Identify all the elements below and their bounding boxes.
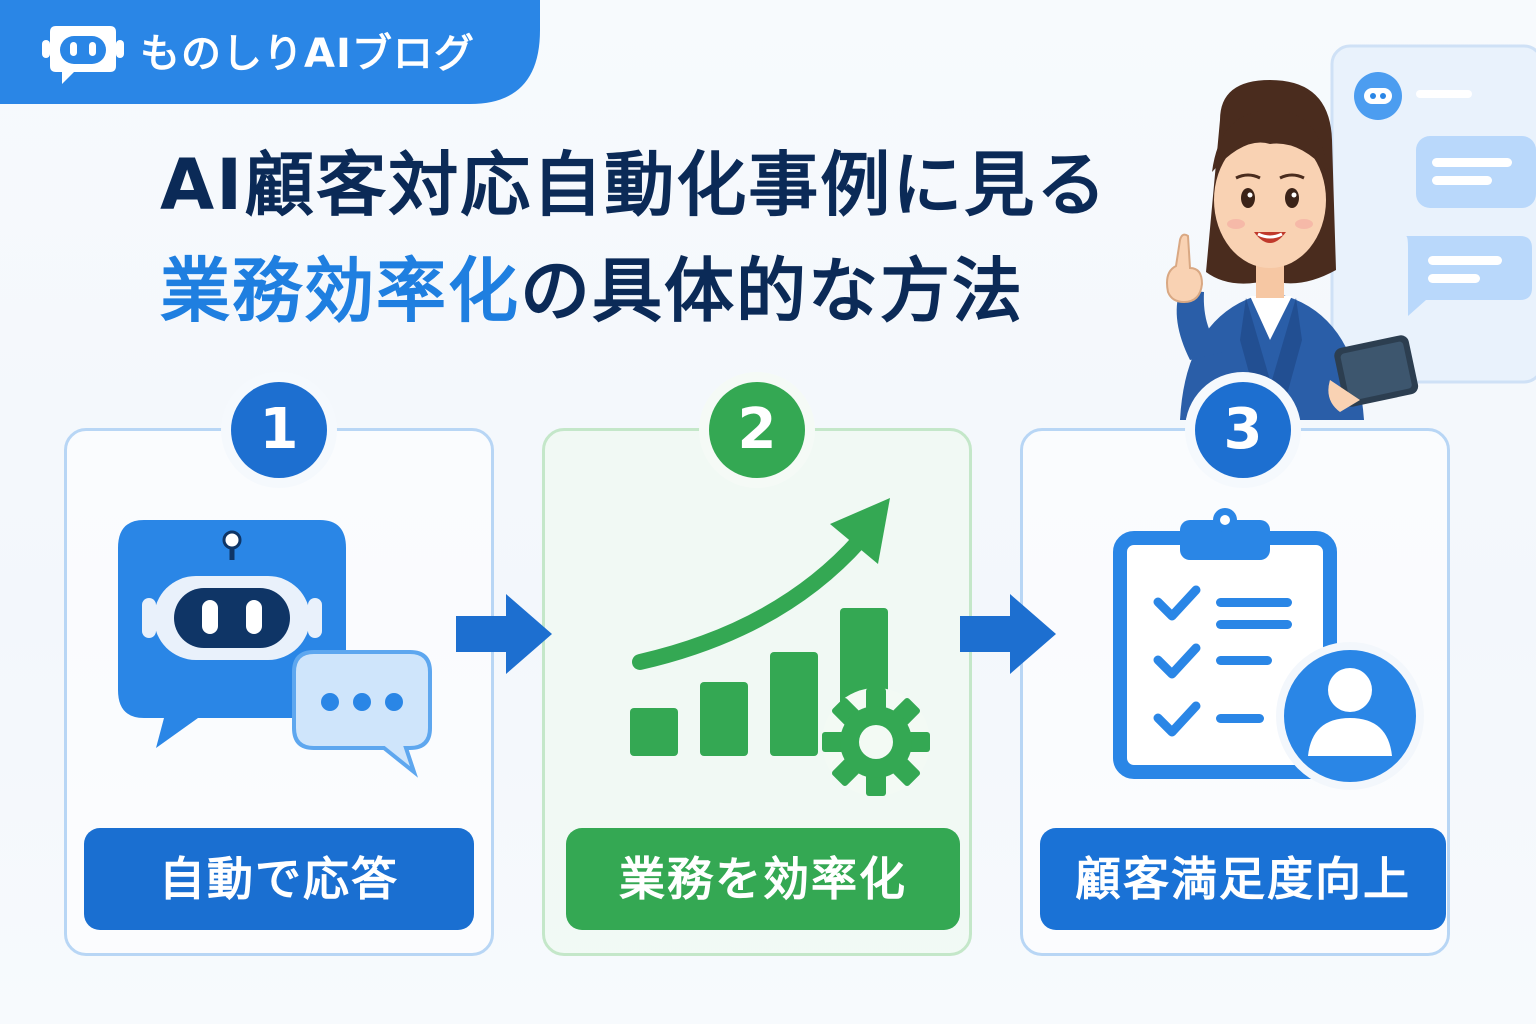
step-number-badge-1: 1	[231, 382, 327, 478]
step-label-3: 顧客満足度向上	[1040, 828, 1446, 930]
woman-pointing-illustration	[1166, 44, 1536, 420]
step-number-badge-2: 2	[709, 382, 805, 478]
robot-chat-icon	[42, 26, 124, 84]
step-number-badge-3: 3	[1195, 382, 1291, 478]
robot-chat-bubble-icon	[118, 520, 432, 778]
page-title-line1: AI顧客対応自動化事例に見る	[160, 144, 1109, 226]
page-title-accent: 業務効率化	[160, 250, 520, 332]
checklist-user-icon	[1113, 508, 1424, 790]
right-arrow-icon	[960, 594, 1056, 674]
page-title-rest: の具体的な方法	[520, 250, 1024, 332]
step-label-1: 自動で応答	[84, 828, 474, 930]
brand-name[interactable]: ものしりAIブログ	[140, 31, 475, 77]
brand-banner	[0, 0, 540, 104]
chat-window-icon	[1330, 44, 1536, 384]
page-title-line2: 業務効率化の具体的な方法	[160, 246, 1024, 336]
growth-chart-gear-icon	[630, 498, 930, 796]
right-arrow-icon	[456, 594, 552, 674]
step-label-2: 業務を効率化	[566, 828, 960, 930]
